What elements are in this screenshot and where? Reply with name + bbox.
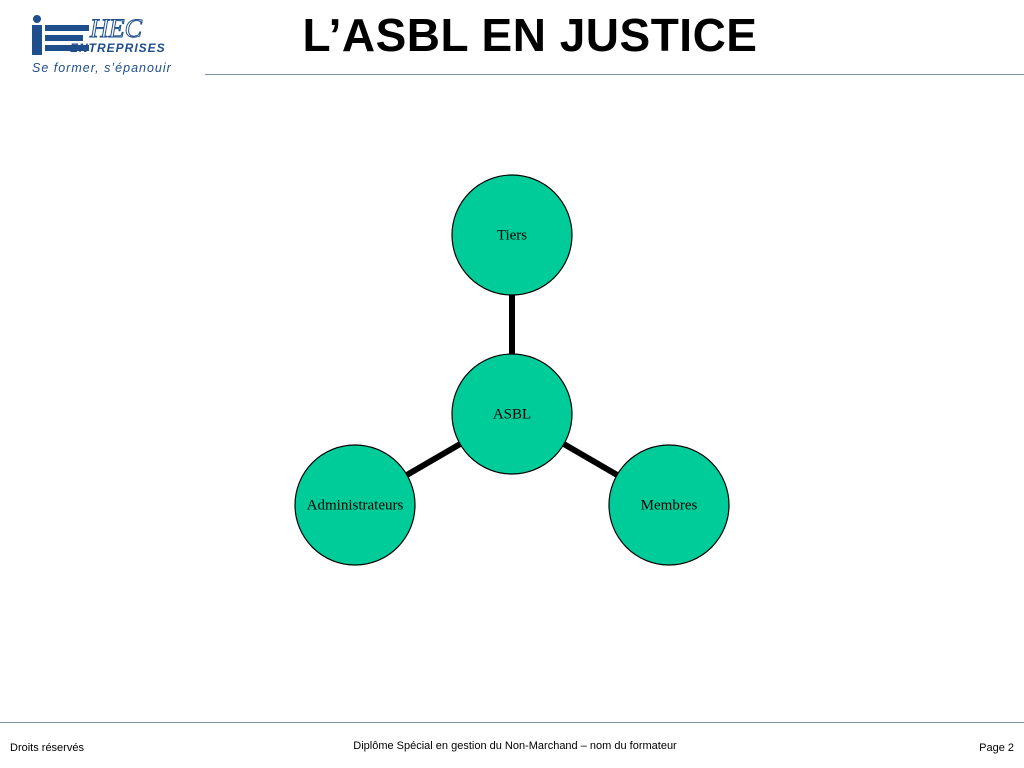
logo-graphic: HEC ENTREPRISES Se former, s’épanouir <box>32 15 172 75</box>
node-membres-label: Membres <box>641 497 698 513</box>
node-asbl-label: ASBL <box>493 406 531 422</box>
footer-copyright: Droits réservés <box>10 742 84 754</box>
logo-tagline: Se former, s’épanouir <box>32 61 172 75</box>
node-tiers-label: Tiers <box>497 227 527 243</box>
node-asbl <box>451 353 573 475</box>
logo-bar-1 <box>45 25 89 31</box>
logo-i-bar <box>32 25 42 55</box>
logo-bar-2 <box>45 35 83 41</box>
logo-brand-sub: ENTREPRISES <box>70 41 166 55</box>
footer-divider <box>0 722 1024 723</box>
node-membres <box>608 444 730 566</box>
connector-asbl-administrateurs <box>405 441 462 478</box>
logo-brand-name: HEC <box>89 15 143 43</box>
header-divider <box>205 74 1024 75</box>
ichec-logo-icon: HEC ENTREPRISES Se former, s’épanouir <box>30 15 205 77</box>
node-administrateurs <box>294 444 416 566</box>
page-title: L’ASBL EN JUSTICE <box>302 9 758 61</box>
footer-page-number: Page 2 <box>979 742 1014 754</box>
logo-i-dot <box>33 15 41 23</box>
logo-bar-3 <box>45 45 89 51</box>
node-administrateurs-label: Administrateurs <box>307 497 404 513</box>
node-tiers <box>451 174 573 296</box>
connector-asbl-membres <box>562 441 619 478</box>
footer-course: Diplôme Spécial en gestion du Non-Marcha… <box>353 740 677 752</box>
